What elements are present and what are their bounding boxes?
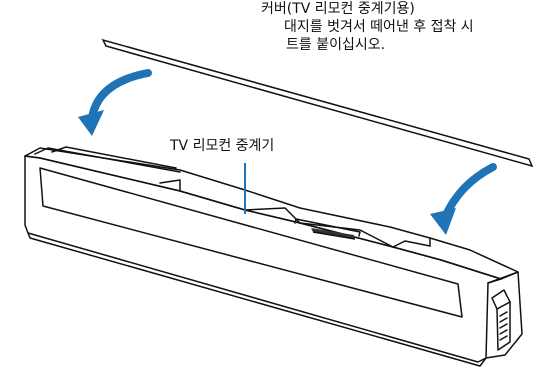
left-curved-arrow-icon: [88, 69, 152, 122]
relay-label: TV 리모컨 중계기: [170, 138, 275, 154]
cover-title: 커버(TV 리모컨 중계기용): [261, 1, 415, 17]
cover-instruction-line2: 트를 붙이십시오.: [286, 37, 386, 53]
right-arrow-head-icon: [430, 208, 456, 235]
cover-instruction-line1: 대지를 벗겨서 떼어낸 후 접착 시: [284, 19, 474, 35]
remote-relay-strip: [311, 228, 355, 239]
left-arrow-head-icon: [78, 110, 104, 136]
remote-relay-detail: [312, 231, 356, 240]
soundbar-body: [24, 146, 523, 367]
cover-strip: [101, 38, 534, 168]
